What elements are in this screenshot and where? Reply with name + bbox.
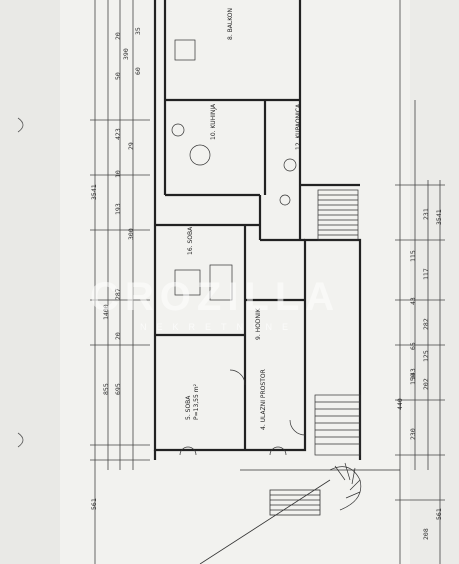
- building-walls: [153, 0, 362, 460]
- room-hodnik: 9. HODNIK: [255, 307, 262, 340]
- dim-right-115: 115: [409, 250, 417, 262]
- room-balkon: 8. BALKON: [227, 8, 234, 40]
- dim-right-231: 231: [422, 208, 430, 220]
- dim-right-440: 440: [396, 398, 404, 410]
- dim-right-150: 150: [409, 373, 417, 385]
- dim-left-1400: 1400: [102, 304, 110, 320]
- margin-marks: [17, 117, 24, 448]
- dim-left-287: 287: [114, 288, 122, 300]
- dimension-labels: 3541 1400 561 20 50 423 29 10 193 287 30…: [90, 27, 443, 540]
- dim-right-143: 143: [409, 368, 417, 380]
- dim-left-total: 3541: [90, 184, 98, 200]
- watermark-subtitle: NEKRETNINE: [140, 322, 298, 332]
- dim-top-35: 35: [134, 27, 142, 35]
- room-kuhinja: 10. KUHINJA: [210, 103, 217, 140]
- dim-right-561: 561: [435, 508, 443, 520]
- dim-left-561: 561: [90, 498, 98, 510]
- dim-right-125: 125: [422, 350, 430, 362]
- room-labels: 8. BALKON 12. KUPAONICA 5. SOBA P=13,55 …: [185, 8, 302, 430]
- fixtures: [171, 39, 306, 456]
- room-ulazni: 4. ULAZNI PROSTOR: [260, 369, 267, 430]
- dim-left-423: 423: [114, 128, 122, 140]
- dim-left-20b: 20: [114, 332, 122, 340]
- dim-right-230: 230: [409, 428, 417, 440]
- dim-right-65: 65: [409, 342, 417, 350]
- dim-top-390: 390: [122, 48, 130, 60]
- dim-right-total: 3541: [435, 209, 443, 225]
- dim-left-300: 300: [127, 228, 135, 240]
- dim-left-10: 10: [114, 170, 122, 178]
- room-spavaca: 16. SOBA: [187, 226, 194, 255]
- dim-left-855: 855: [102, 383, 110, 395]
- dim-right-43: 43: [409, 297, 417, 305]
- dim-left-193: 193: [114, 203, 122, 215]
- dim-right-117: 117: [422, 268, 430, 280]
- room-soba-area: P=13,55 m²: [193, 383, 200, 420]
- staircase-lower: [314, 394, 361, 456]
- dim-right-208: 208: [422, 528, 430, 540]
- room-soba: 5. SOBA: [185, 395, 192, 420]
- watermark-logo: CROZILLA: [90, 275, 340, 319]
- room-kupaonica: 12. KUPAONICA: [295, 103, 302, 150]
- watermark: CROZILLA NEKRETNINE: [90, 275, 340, 332]
- dim-left-695: 695: [114, 383, 122, 395]
- entrance-steps: [199, 469, 400, 564]
- dim-right-282: 282: [422, 318, 430, 330]
- spiral-stair: [329, 462, 362, 511]
- dim-left-50: 50: [114, 72, 122, 80]
- dim-left-20: 20: [114, 32, 122, 40]
- dim-top-60: 60: [134, 67, 142, 75]
- dim-right-202: 202: [422, 378, 430, 390]
- staircase-upper: [317, 189, 359, 241]
- dim-left-29: 29: [127, 142, 135, 150]
- left-dimension-lines: [90, 0, 150, 564]
